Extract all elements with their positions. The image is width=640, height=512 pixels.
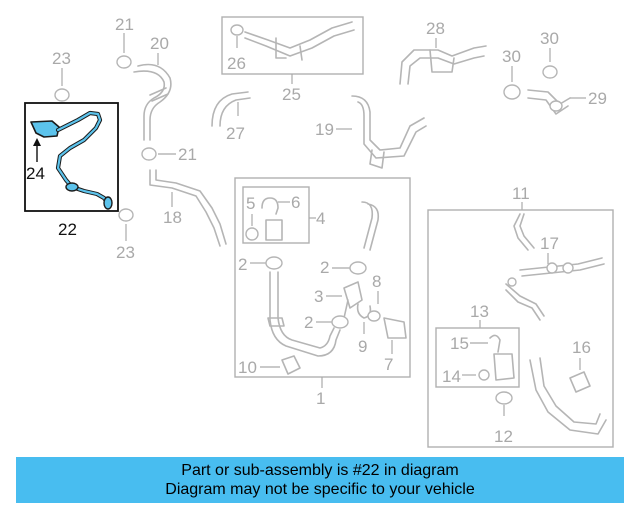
callout-23-top[interactable]: 23 [52, 49, 71, 68]
callout-30-left[interactable]: 30 [502, 47, 521, 66]
hose-11 [513, 213, 535, 251]
hose-27 [211, 91, 251, 127]
hose-4 [361, 201, 380, 251]
callout-8[interactable]: 8 [372, 272, 381, 291]
cap-10 [281, 355, 301, 375]
tee-3 [343, 281, 363, 319]
banner-line-2: Diagram may not be specific to your vehi… [165, 481, 475, 498]
clip-9 [356, 303, 372, 319]
callout-13[interactable]: 13 [470, 302, 489, 321]
hose-19 [351, 95, 427, 159]
callout-21-mid[interactable]: 21 [178, 145, 197, 164]
callout-21-top[interactable]: 21 [115, 15, 134, 34]
parts-29-30: 30 30 29 [502, 29, 607, 115]
clamp-17-a [546, 262, 558, 274]
pipe-11-lower [529, 357, 607, 435]
clamp-21-top [116, 55, 132, 69]
group-13-box [435, 327, 520, 388]
callout-2-a[interactable]: 2 [238, 255, 247, 274]
callout-23-bottom[interactable]: 23 [116, 243, 135, 262]
clamp-30-right [542, 65, 558, 79]
clamp-2-b [349, 261, 367, 275]
callout-29[interactable]: 29 [588, 89, 607, 108]
callout-22[interactable]: 22 [58, 220, 77, 239]
callout-30-right[interactable]: 30 [540, 29, 559, 48]
part-19: 19 [315, 95, 427, 169]
group-11: 11 17 13 15 14 16 12 [427, 184, 614, 448]
callout-2-b[interactable]: 2 [320, 258, 329, 277]
hose-29 [527, 89, 571, 115]
callout-15[interactable]: 15 [450, 334, 469, 353]
clamp-30-left [503, 84, 521, 100]
callout-12[interactable]: 12 [494, 427, 513, 446]
callout-4[interactable]: 4 [316, 209, 325, 228]
callout-7[interactable]: 7 [384, 355, 393, 374]
callout-19[interactable]: 19 [315, 120, 334, 139]
callout-3[interactable]: 3 [314, 287, 323, 306]
clamp-26 [230, 24, 244, 36]
part-22-end-fitting [103, 196, 113, 210]
clamp-2-a [265, 256, 283, 270]
clip-15 [489, 334, 501, 353]
callout-1[interactable]: 1 [316, 389, 325, 408]
part-28: 28 [399, 19, 487, 85]
callout-14[interactable]: 14 [442, 367, 461, 386]
callout-20[interactable]: 20 [150, 34, 169, 53]
group-11-box [427, 209, 614, 448]
part-22-pipe-core [56, 111, 111, 207]
highlighted-part-22[interactable]: 24 22 [24, 102, 119, 239]
clamp-2-c [331, 315, 349, 329]
callout-17[interactable]: 17 [540, 234, 559, 253]
part-22-box[interactable] [24, 102, 119, 212]
group-25: 26 25 [221, 16, 364, 104]
clamp-23-top [54, 88, 70, 102]
callout-9[interactable]: 9 [358, 337, 367, 356]
callout-6[interactable]: 6 [291, 193, 300, 212]
callout-16[interactable]: 16 [572, 338, 591, 357]
oring-5 [245, 227, 259, 241]
callout-10[interactable]: 10 [238, 358, 257, 377]
clamp-11-a [507, 277, 517, 287]
callout-28[interactable]: 28 [426, 19, 445, 38]
clamp-21-mid [141, 147, 157, 161]
callout-11[interactable]: 11 [512, 184, 530, 203]
clamp-12 [495, 391, 513, 405]
callout-27[interactable]: 27 [226, 124, 245, 143]
oring-14 [478, 369, 490, 381]
info-banner: Part or sub-assembly is #22 in diagram D… [16, 457, 624, 503]
part-22-clamp [65, 182, 79, 192]
parts-top-left: 23 21 20 21 18 23 [52, 15, 227, 262]
oring-8 [367, 310, 381, 322]
callout-5[interactable]: 5 [246, 194, 255, 213]
callout-18[interactable]: 18 [163, 208, 182, 227]
callout-24-arrow [33, 138, 41, 146]
callout-26[interactable]: 26 [227, 54, 246, 73]
group-1: 5 6 4 2 2 8 3 9 2 7 10 [234, 177, 411, 408]
hose-20 [133, 63, 172, 141]
clamp-17-b [562, 262, 574, 274]
callout-24[interactable]: 24 [26, 164, 45, 183]
pipe-18 [149, 169, 227, 247]
cap-16 [569, 371, 591, 393]
hose-11-branch [505, 283, 545, 321]
hose-25 [244, 21, 355, 57]
part-24-bracket [30, 120, 60, 138]
part-27: 27 [211, 91, 251, 143]
banner-line-1: Part or sub-assembly is #22 in diagram [181, 462, 459, 479]
valve-7 [383, 317, 407, 339]
clamp-29 [549, 100, 563, 112]
tee-17 [519, 257, 605, 277]
group-4-box [242, 186, 310, 244]
fitting-13 [493, 353, 515, 381]
callout-25[interactable]: 25 [282, 85, 301, 104]
fitting-6 [261, 197, 283, 241]
clamp-23-bottom [118, 208, 134, 222]
callout-2-c[interactable]: 2 [304, 313, 313, 332]
hose-28 [399, 45, 487, 85]
